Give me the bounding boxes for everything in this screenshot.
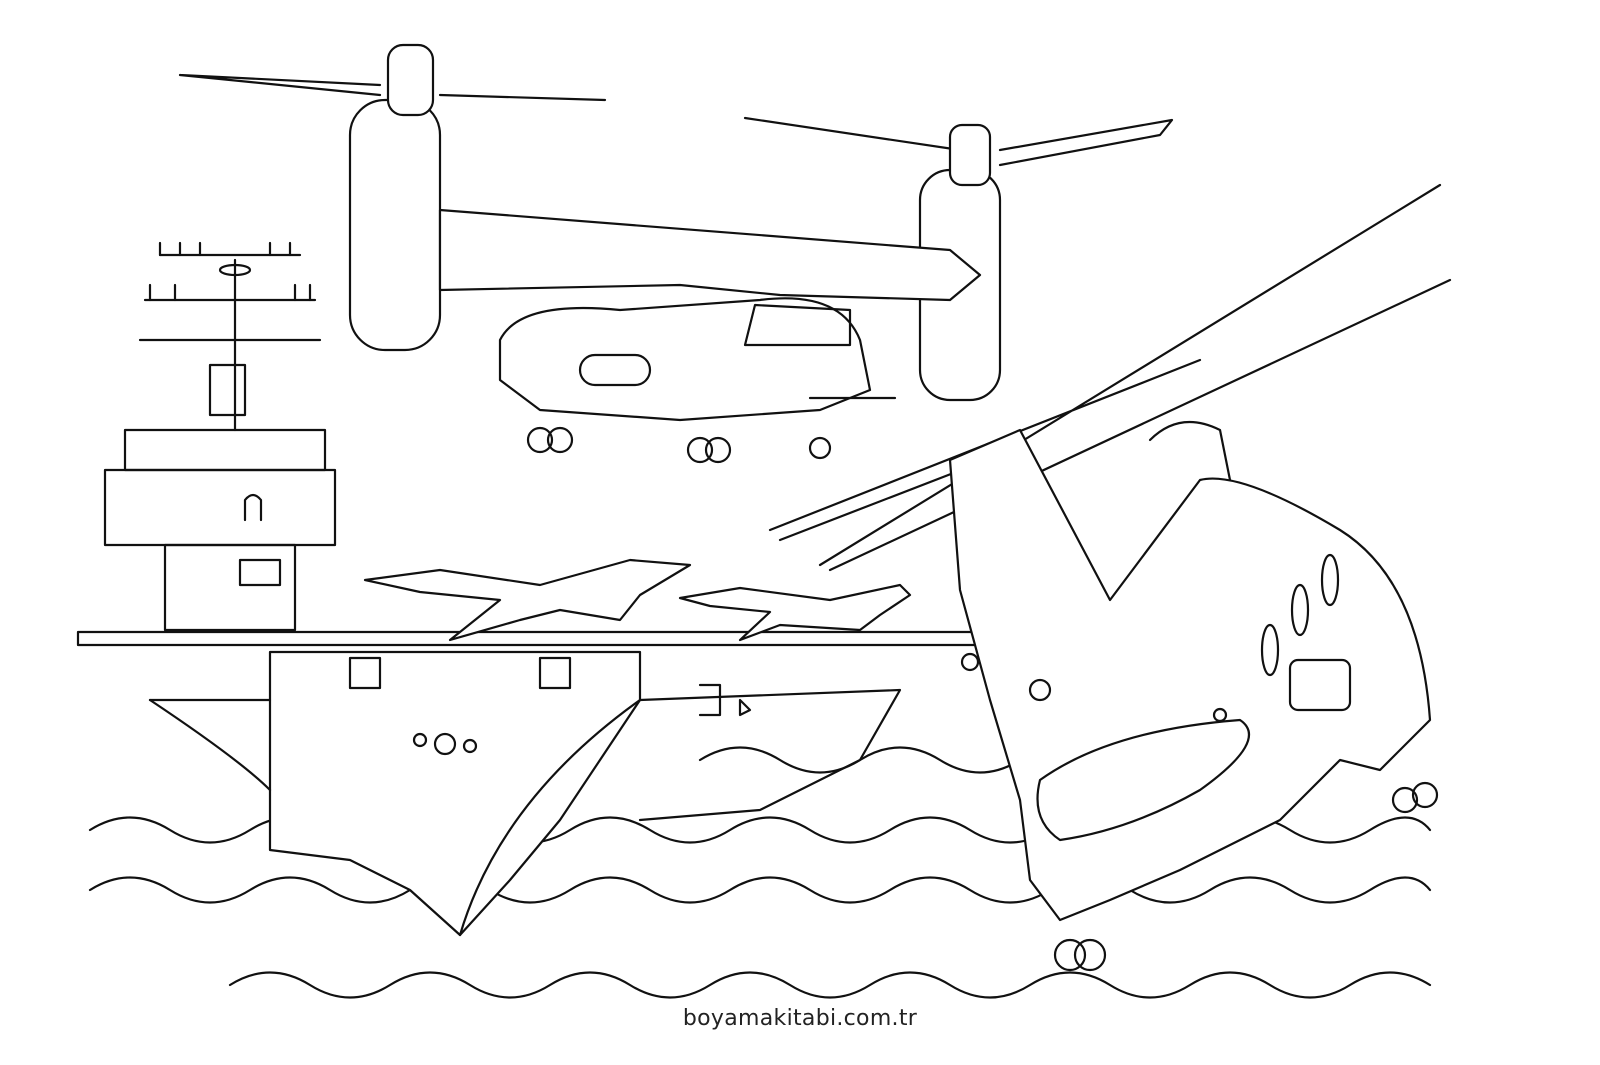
military-scene-line-art [76, 43, 1452, 999]
tandem-rotor-helicopter [768, 183, 1452, 972]
fighter-jets [363, 558, 912, 642]
website-caption: boyamakitabi.com.tr [682, 1006, 918, 1031]
aircraft-carrier [76, 241, 987, 937]
tiltrotor-aircraft [178, 43, 1174, 464]
